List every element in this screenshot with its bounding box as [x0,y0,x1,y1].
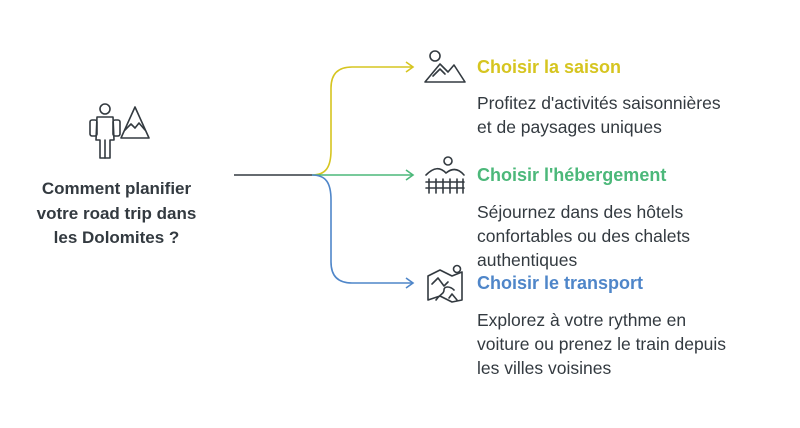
road-map-icon [427,264,463,303]
connector-season [311,66,413,176]
branch-title-season: Choisir la saison [477,57,622,77]
branch-title-lodging: Choisir l'hébergement [477,165,667,185]
description-line: et de paysages uniques [477,117,662,137]
hiker-mountain-icon [89,103,150,159]
description-line: Explorez à votre rythme en [477,310,687,330]
mountain-sun-icon [424,50,466,83]
central-question: Comment planifier votre road trip dans l… [14,177,219,251]
central-question-line: Comment planifier [41,179,192,198]
arrowhead-lodging [405,169,415,181]
branch-description-transport: Explorez à votre rythme en voiture ou pr… [477,308,777,380]
central-question-line: votre road trip dans [36,203,197,223]
connector-transport [311,174,413,284]
description-line: voiture ou prenez le train depuis [477,334,727,354]
central-question-line: les Dolomites ? [53,228,180,247]
description-line: confortables ou des chalets [477,226,691,246]
chalet-landscape-icon [425,156,465,194]
description-line: Profitez d'activités saisonnières [477,93,721,113]
description-line: les villes voisines [477,358,612,378]
arrowhead-season [405,61,415,73]
description-line: Séjournez dans des hôtels [477,202,684,222]
description-line: authentiques [477,250,578,270]
arrowhead-transport [405,277,415,289]
branch-description-season: Profitez d'activités saisonnières et de … [477,91,777,139]
branch-title-transport: Choisir le transport [477,273,644,293]
branch-description-lodging: Séjournez dans des hôtels confortables o… [477,200,777,272]
